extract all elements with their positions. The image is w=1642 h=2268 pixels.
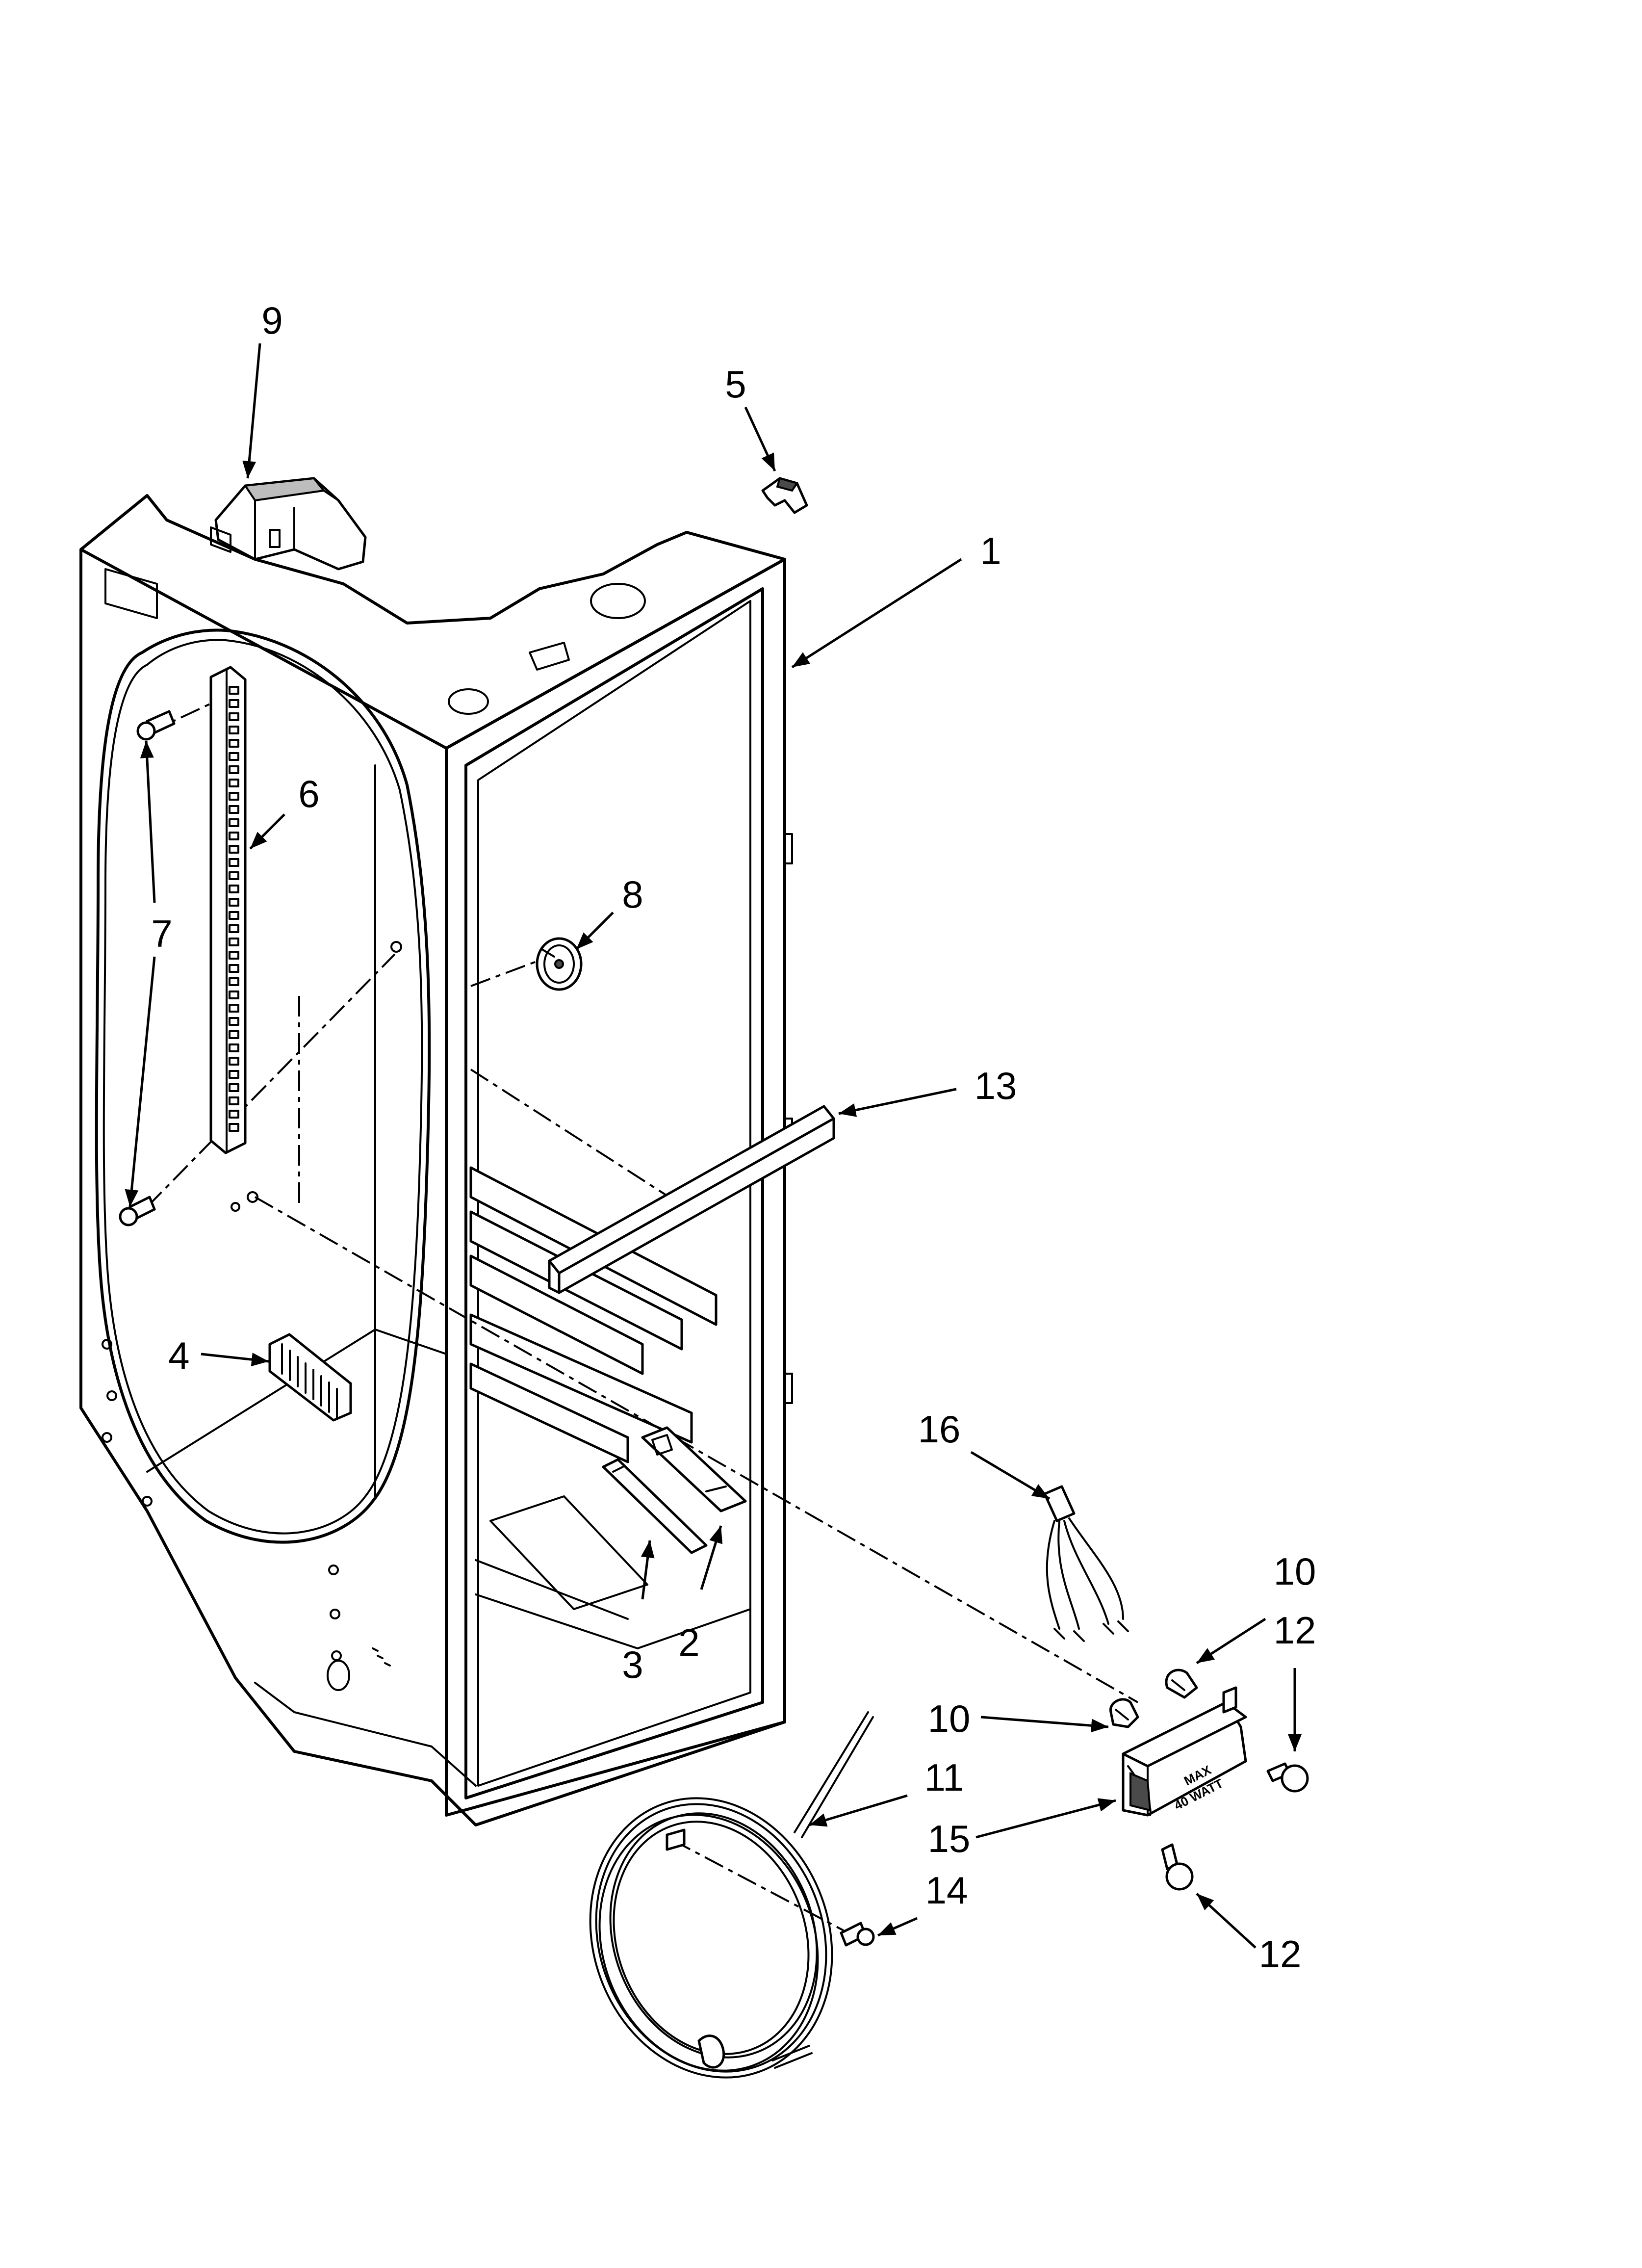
ladder-slot [229, 924, 239, 933]
push-pin-part-12-bottom [1161, 1843, 1194, 1891]
callout-12-lower: 12 [1259, 1932, 1302, 1976]
ladder-slot [229, 712, 239, 721]
callout-15: 15 [928, 1817, 971, 1860]
ladder-slot [229, 1057, 239, 1066]
control-housing-part-9 [210, 477, 367, 571]
ladder-slot [229, 726, 239, 734]
callout-11: 11 [924, 1756, 964, 1799]
push-pin-part-12-right [1266, 1762, 1309, 1793]
ladder-slot [229, 885, 239, 893]
bracket-part-3 [602, 1458, 708, 1554]
refrigerator-liner [79, 494, 793, 1826]
ladder-slot [229, 805, 239, 814]
ladder-slot [229, 792, 239, 801]
callout-numbers: 9 5 1 6 7 8 13 4 16 3 2 10 12 10 11 15 1… [151, 299, 1316, 1976]
ladder-slot [229, 1123, 239, 1132]
light-socket-part-8 [536, 937, 583, 991]
callout-10-upper: 10 [1274, 1550, 1316, 1593]
ladder-slot [229, 991, 239, 999]
ladder-slot [229, 699, 239, 708]
callout-4: 4 [168, 1334, 189, 1377]
screw-part-7-bottom [119, 1196, 156, 1226]
light-housing-part-15: MAX 40 WATT [1122, 1686, 1247, 1817]
alignment-lines [146, 696, 1138, 1931]
callout-7: 7 [151, 912, 172, 955]
ladder-slot [229, 1030, 239, 1039]
ladder-slot [229, 964, 239, 973]
ladder-slot [229, 1083, 239, 1092]
wire-harness-part-16 [1043, 1485, 1129, 1642]
vent-grille-part-4 [268, 1333, 352, 1422]
liner-hole [231, 1202, 240, 1212]
ladder-slot [229, 1004, 239, 1013]
ladder-slot [229, 739, 239, 748]
ladder-slot [229, 898, 239, 907]
liner-hole [390, 941, 402, 953]
ladder-slot [229, 858, 239, 867]
ladder-slot [229, 977, 239, 986]
liner-hole [247, 1191, 258, 1203]
leader-lines [125, 343, 1302, 1949]
callout-13: 13 [975, 1064, 1017, 1107]
callout-9: 9 [261, 299, 282, 342]
shelf-ladder-part-6 [209, 666, 247, 1154]
ladder-slot [229, 1017, 239, 1026]
ladder-slot [229, 779, 239, 787]
coiled-wire-part-11 [589, 1711, 874, 2079]
ladder-slot [229, 1070, 239, 1079]
ladder-slot [229, 832, 239, 840]
callout-8: 8 [622, 873, 643, 916]
screw-part-7-top [136, 710, 176, 741]
cover-strip-part-13 [548, 1105, 835, 1294]
screw-part-14 [840, 1922, 875, 1947]
ladder-slot [229, 1043, 239, 1052]
clip-part-5 [761, 477, 808, 514]
callout-3: 3 [622, 1643, 643, 1686]
callout-16: 16 [918, 1408, 961, 1451]
callout-2: 2 [678, 1621, 699, 1664]
clip-part-10-lower [1109, 1698, 1139, 1728]
callout-12-upper: 12 [1274, 1609, 1316, 1652]
ladder-slot [229, 845, 239, 854]
ladder-slot [229, 752, 239, 761]
callout-6: 6 [298, 772, 319, 815]
callout-14: 14 [925, 1869, 968, 1912]
ladder-slot [229, 818, 239, 827]
ladder-slot [229, 765, 239, 774]
clip-part-10-upper [1165, 1668, 1198, 1699]
ladder-slot [229, 686, 239, 695]
callout-1: 1 [980, 529, 1001, 573]
bracket-part-2 [641, 1426, 747, 1512]
ladder-slot [229, 938, 239, 946]
ladder-slot [229, 871, 239, 880]
callout-5: 5 [725, 363, 746, 406]
ladder-slot [229, 1110, 239, 1119]
ladder-slot [229, 951, 239, 960]
ladder-slot [229, 911, 239, 920]
ladder-slot [229, 1096, 239, 1105]
callout-10-lower: 10 [928, 1697, 971, 1740]
